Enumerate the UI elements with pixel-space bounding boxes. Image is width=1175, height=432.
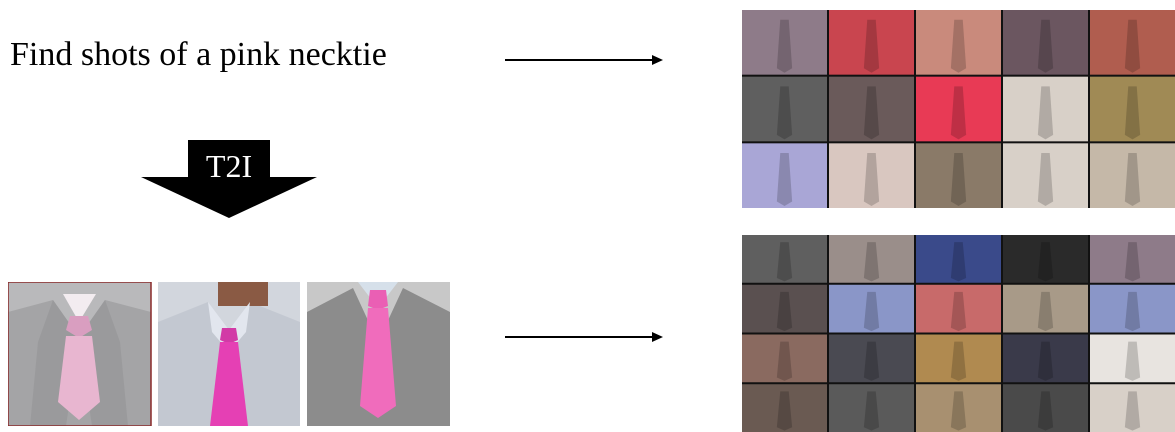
top-result-thumbnail (1003, 10, 1088, 75)
top-result-thumbnail (1003, 77, 1088, 142)
bottom-result-thumbnail (742, 384, 827, 432)
bottom-result-thumbnail (1003, 285, 1088, 333)
top-result-thumbnail (916, 77, 1001, 142)
top-result-thumbnail (742, 10, 827, 75)
bottom-result-thumbnail (916, 235, 1001, 283)
bottom-result-thumbnail (742, 335, 827, 383)
top-result-thumbnail (742, 77, 827, 142)
generated-images (8, 282, 450, 426)
top-result-thumbnail (916, 143, 1001, 208)
top-result-thumbnail (916, 10, 1001, 75)
top-result-thumbnail (829, 10, 914, 75)
top-result-thumbnail (742, 143, 827, 208)
bottom-result-thumbnail (1090, 285, 1175, 333)
top-result-thumbnail (1090, 77, 1175, 142)
top-result-thumbnail (1090, 143, 1175, 208)
bottom-result-thumbnail (916, 285, 1001, 333)
query-arrow-icon (505, 50, 665, 70)
bottom-result-thumbnail (829, 335, 914, 383)
bottom-result-thumbnail (1003, 335, 1088, 383)
top-result-thumbnail (1003, 143, 1088, 208)
t2i-label: T2I (141, 148, 317, 185)
top-result-thumbnail (1090, 10, 1175, 75)
bottom-result-thumbnail (1003, 235, 1088, 283)
query-text: Find shots of a pink necktie (10, 36, 387, 74)
generated-image-3 (307, 282, 450, 426)
bottom-result-thumbnail (829, 384, 914, 432)
generated-image-2 (158, 282, 300, 426)
bottom-result-thumbnail (829, 235, 914, 283)
bottom-result-thumbnail (829, 285, 914, 333)
bottom-result-thumbnail (916, 335, 1001, 383)
top-result-thumbnail (829, 143, 914, 208)
bottom-result-thumbnail (1090, 335, 1175, 383)
top-retrieval-results (742, 10, 1175, 208)
bottom-result-thumbnail (916, 384, 1001, 432)
bottom-result-thumbnail (1090, 235, 1175, 283)
generated-image-1 (8, 282, 151, 426)
bottom-result-thumbnail (1090, 384, 1175, 432)
bottom-result-thumbnail (1003, 384, 1088, 432)
bottom-result-thumbnail (742, 235, 827, 283)
top-result-thumbnail (829, 77, 914, 142)
bottom-result-thumbnail (742, 285, 827, 333)
bottom-retrieval-results (742, 235, 1175, 432)
result-arrow-icon (505, 327, 665, 347)
